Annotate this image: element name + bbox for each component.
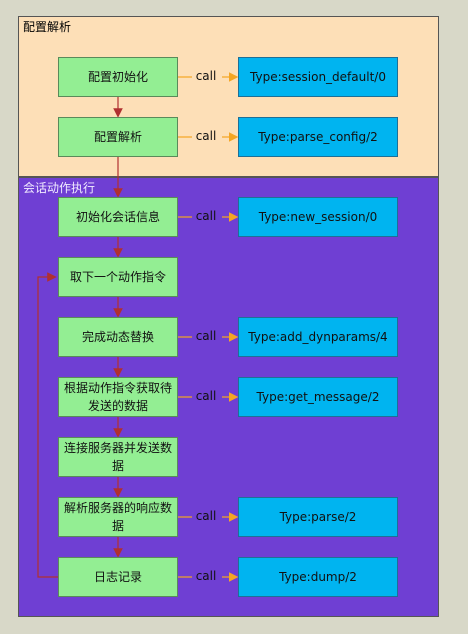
step-node: 连接服务器并发送数据 bbox=[58, 437, 178, 477]
call-label: call bbox=[195, 329, 217, 343]
type-signature-box: Type:get_message/2 bbox=[238, 377, 398, 417]
step-node: 取下一个动作指令 bbox=[58, 257, 178, 297]
call-label: call bbox=[195, 389, 217, 403]
step-node: 完成动态替换 bbox=[58, 317, 178, 357]
step-node: 解析服务器的响应数据 bbox=[58, 497, 178, 537]
call-label: call bbox=[195, 569, 217, 583]
call-label: call bbox=[195, 69, 217, 83]
type-signature-box: Type:parse_config/2 bbox=[238, 117, 398, 157]
call-label: call bbox=[195, 129, 217, 143]
session-lane-title: 会话动作执行 bbox=[23, 181, 96, 195]
step-node: 初始化会话信息 bbox=[58, 197, 178, 237]
call-label: call bbox=[195, 509, 217, 523]
type-signature-box: Type:add_dynparams/4 bbox=[238, 317, 398, 357]
type-signature-box: Type:parse/2 bbox=[238, 497, 398, 537]
step-node: 配置初始化 bbox=[58, 57, 178, 97]
config-lane-title: 配置解析 bbox=[23, 20, 72, 34]
call-label: call bbox=[195, 209, 217, 223]
type-signature-box: Type:new_session/0 bbox=[238, 197, 398, 237]
type-signature-box: Type:dump/2 bbox=[238, 557, 398, 597]
step-node: 配置解析 bbox=[58, 117, 178, 157]
type-signature-box: Type:session_default/0 bbox=[238, 57, 398, 97]
step-node: 根据动作指令获取待发送的数据 bbox=[58, 377, 178, 417]
step-node: 日志记录 bbox=[58, 557, 178, 597]
